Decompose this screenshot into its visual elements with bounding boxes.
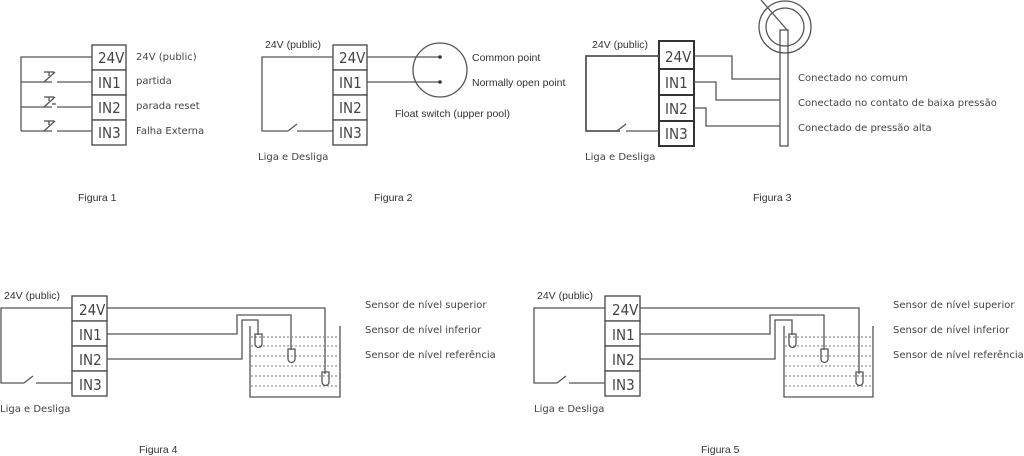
terminal-in1	[71, 320, 108, 347]
pushbutton-fault-icon	[43, 120, 56, 132]
terminal-block: 24V IN1 IN2 IN3	[604, 295, 641, 397]
terminal-label: IN2	[612, 351, 635, 369]
label-float-switch: Float switch (upper pool)	[395, 108, 510, 120]
figure-5: 24V (public) 24V IN1 IN2 IN3	[533, 290, 1024, 456]
terminal-label: 24V	[339, 49, 366, 67]
label-24v-public: 24V (public)	[4, 290, 60, 302]
terminal-label: IN3	[612, 376, 635, 394]
figure-4: 24V (public) 24V IN1 IN2 IN3	[0, 290, 496, 456]
label-sensor-referencia: Sensor de nível referência	[365, 349, 496, 361]
float-switch-icon	[412, 42, 468, 98]
label-sensor-superior: Sensor de nível superior	[893, 299, 1015, 311]
terminal-in3	[604, 370, 641, 397]
terminal-in3	[332, 119, 368, 146]
pressure-gauge-icon	[758, 0, 812, 147]
label-comum: Conectado no comum	[798, 73, 908, 84]
terminal-label: IN1	[79, 326, 102, 344]
terminal-label: 24V	[98, 49, 125, 67]
terminal-in1	[658, 68, 695, 96]
figure-2: 24V (public) 24V IN1 IN2 IN3 Common poin…	[258, 39, 565, 204]
terminal-label: 24V	[665, 48, 692, 66]
terminal-label: IN3	[79, 376, 102, 394]
terminal-label: 24V	[612, 301, 639, 319]
terminal-block: 24V IN1 IN2 IN3	[91, 44, 127, 146]
terminal-label: IN1	[339, 74, 362, 92]
label-partida: partida	[136, 76, 172, 87]
level-sensor-icon	[855, 371, 864, 387]
terminal-label: IN1	[98, 74, 121, 92]
terminal-label: IN2	[98, 99, 121, 117]
label-24v-public: 24V (public)	[592, 39, 648, 51]
terminal-24v	[658, 40, 695, 70]
terminal-in2	[658, 94, 695, 122]
figure-1: 24V IN1 IN2 IN3	[20, 44, 204, 204]
level-sensor-icon	[820, 348, 829, 364]
terminal-label: IN1	[612, 326, 635, 344]
label-liga-desliga: Liga e Desliga	[534, 404, 604, 415]
terminal-label: IN2	[79, 351, 102, 369]
label-baixa-pressao: Conectado no contato de baixa pressão	[798, 98, 997, 109]
level-sensor-icon	[254, 333, 263, 349]
label-sensor-inferior: Sensor de nível inferior	[365, 324, 482, 336]
label-liga-desliga: Liga e Desliga	[258, 152, 328, 163]
terminal-block: 24V IN1 IN2 IN3	[332, 44, 368, 146]
label-normally-open-point: Normally open point	[472, 77, 565, 89]
figure-caption: Figura 2	[374, 192, 413, 204]
label-common-point: Common point	[472, 52, 540, 64]
terminal-block: 24V IN1 IN2 IN3	[658, 40, 695, 147]
switch-icon	[616, 123, 627, 132]
terminal-24v	[71, 295, 108, 322]
terminal-in3	[71, 370, 108, 397]
figure-caption: Figura 3	[753, 192, 792, 204]
label-24v-public: 24V (public)	[265, 39, 321, 51]
label-sensor-referencia: Sensor de nível referência	[893, 349, 1024, 361]
level-sensor-icon	[788, 333, 797, 349]
terminal-label: IN1	[665, 74, 688, 92]
switch-icon	[23, 375, 34, 384]
label-sensor-inferior: Sensor de nível inferior	[893, 324, 1010, 336]
label-24v-public: 24V (public)	[537, 290, 593, 302]
label-liga-desliga: Liga e Desliga	[585, 152, 655, 163]
terminal-label: IN3	[339, 124, 362, 142]
level-sensor-icon	[321, 371, 330, 387]
label-24v-public: 24V (public)	[136, 52, 197, 63]
figure-caption: Figura 5	[701, 444, 740, 456]
tank-icon	[783, 326, 874, 398]
terminal-in2	[332, 94, 368, 121]
terminal-label: IN2	[339, 99, 362, 117]
pushbutton-stop-icon	[43, 96, 56, 108]
switch-icon	[556, 375, 567, 384]
label-liga-desliga: Liga e Desliga	[0, 404, 70, 415]
figure-caption: Figura 4	[139, 444, 178, 456]
tank-icon	[249, 326, 341, 398]
figure-3: 24V (public) 24V IN1 IN2 IN3 Conectado n…	[585, 0, 997, 204]
label-sensor-superior: Sensor de nível superior	[365, 299, 487, 311]
wiring	[20, 56, 92, 132]
switch-icon	[287, 123, 298, 132]
terminal-label: IN3	[665, 125, 688, 143]
terminal-label: IN3	[98, 124, 121, 142]
label-parada-reset: parada reset	[136, 101, 200, 112]
level-sensor-icon	[287, 348, 296, 364]
label-pressao-alta: Conectado de pressão alta	[798, 123, 932, 134]
terminal-label: 24V	[79, 301, 106, 319]
terminal-label: IN2	[665, 100, 688, 118]
figure-caption: Figura 1	[78, 192, 117, 204]
terminal-in3	[91, 119, 127, 146]
label-falha-externa: Falha Externa	[136, 126, 204, 137]
terminal-block: 24V IN1 IN2 IN3	[71, 295, 108, 397]
pushbutton-start-icon	[43, 71, 56, 83]
terminal-in3	[658, 120, 695, 147]
